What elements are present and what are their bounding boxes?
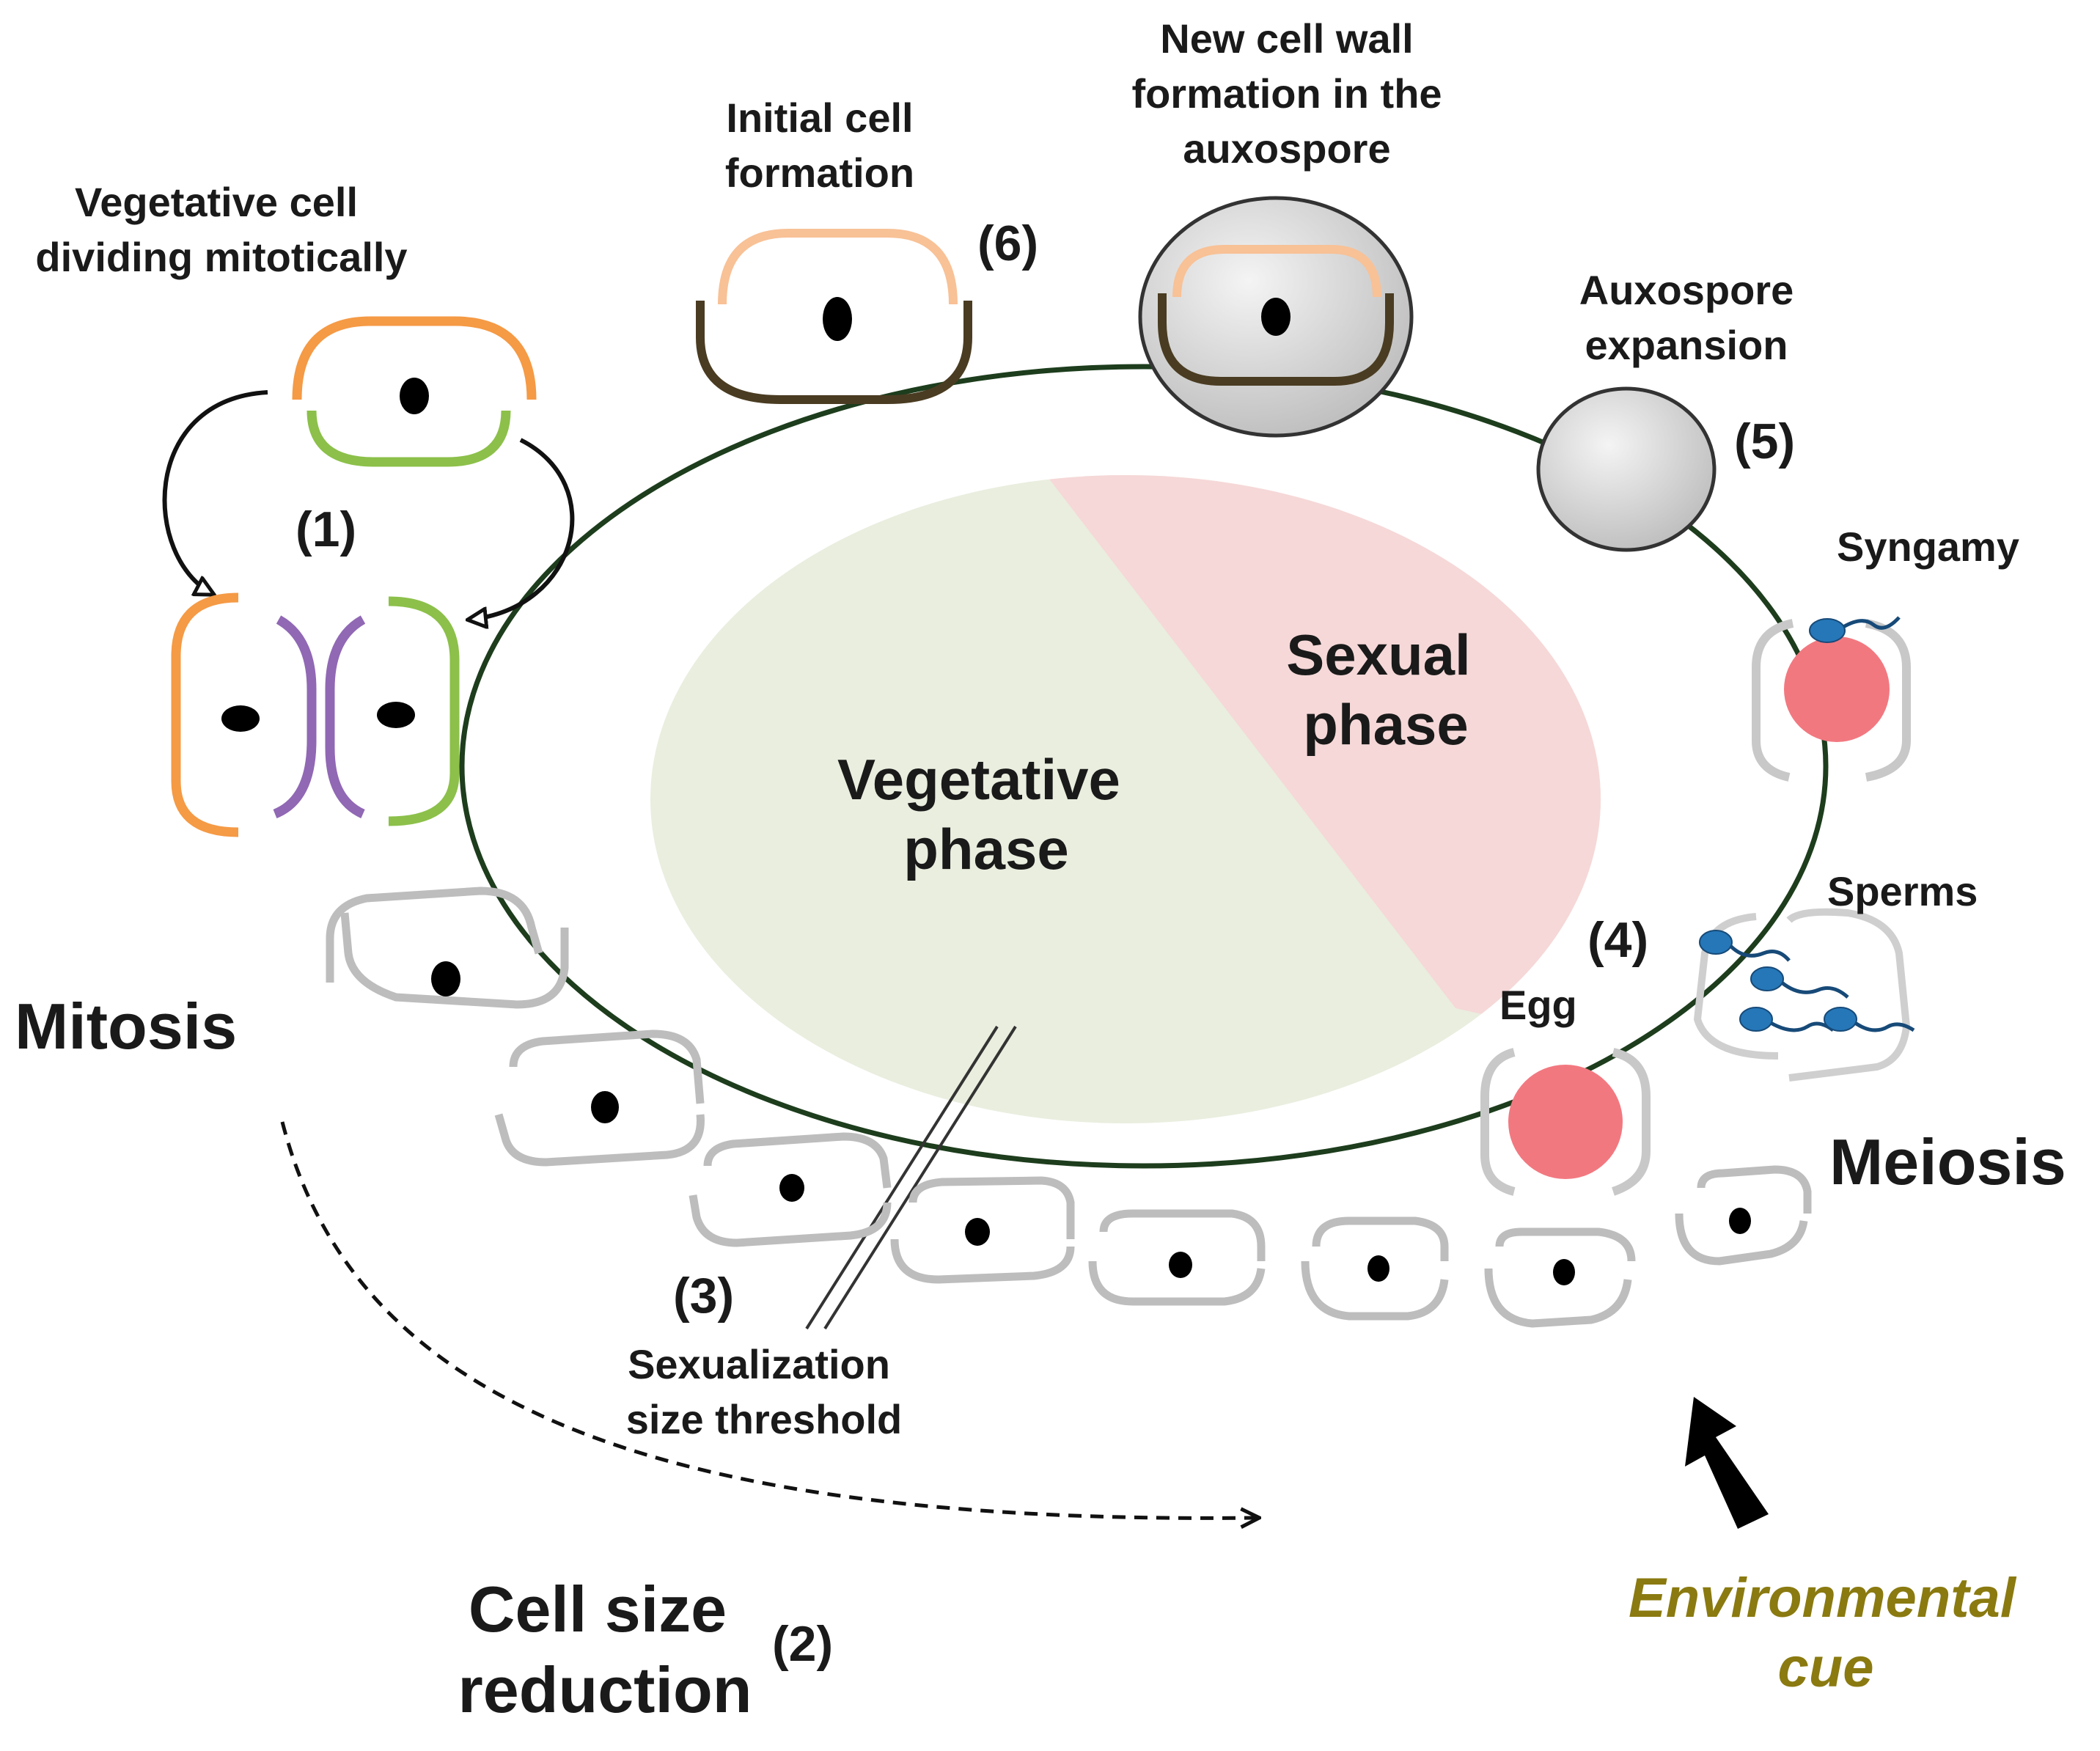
cell-size-reduction-label: Cell size bbox=[469, 1573, 727, 1645]
step-3-label: (3) bbox=[673, 1268, 734, 1324]
initial-cell bbox=[696, 229, 972, 404]
vegetative-parent-cell bbox=[292, 316, 537, 467]
syngamy-label: Syngamy bbox=[1837, 524, 2019, 570]
step-4-label: (4) bbox=[1587, 912, 1648, 968]
sperm bbox=[1739, 1007, 1835, 1032]
sperm bbox=[1699, 930, 1791, 962]
vegetative-cell-label: Vegetative cell bbox=[75, 179, 358, 225]
cell-size-reduction-label-2: reduction bbox=[458, 1653, 752, 1726]
sperm bbox=[1750, 966, 1849, 999]
step-2-label: (2) bbox=[772, 1616, 833, 1672]
phase-disc bbox=[650, 475, 1601, 1123]
mitosis-label: Mitosis bbox=[15, 990, 237, 1062]
grey-cell bbox=[1301, 1216, 1449, 1321]
mitosis-arrows bbox=[162, 390, 575, 620]
life-cycle-ring bbox=[459, 364, 1829, 1169]
sexual-phase-region bbox=[1019, 475, 1601, 1049]
sperms-label: Sperms bbox=[1827, 868, 1978, 914]
grey-cell bbox=[1675, 1165, 1812, 1266]
grey-cell bbox=[890, 1176, 1075, 1284]
new-wall-label-2: formation in the bbox=[1131, 70, 1442, 117]
egg-label: Egg bbox=[1499, 982, 1577, 1028]
sexual-phase-label: Sexual bbox=[1286, 623, 1470, 687]
vegetative-cell-label-2: dividing mitotically bbox=[35, 234, 407, 280]
environmental-cue-arrow bbox=[1685, 1397, 1769, 1529]
sperm-cell-container bbox=[1693, 908, 1911, 1082]
grey-cell bbox=[494, 1029, 705, 1167]
sperms bbox=[1699, 930, 1915, 1032]
auxospore-new-wall bbox=[1138, 196, 1414, 438]
new-wall-label: New cell wall bbox=[1160, 15, 1414, 62]
grey-cell bbox=[689, 1132, 892, 1247]
environmental-cue-label: Environmental bbox=[1629, 1567, 2017, 1629]
vegetative-phase-label: Vegetative bbox=[837, 747, 1120, 812]
new-wall-label-3: auxospore bbox=[1183, 125, 1390, 172]
step-6-label: (6) bbox=[977, 216, 1038, 271]
sexual-phase-label-2: phase bbox=[1303, 692, 1468, 757]
size-threshold-marker bbox=[805, 1025, 1017, 1330]
egg-cell bbox=[1480, 1048, 1651, 1196]
meiosis-label: Meiosis bbox=[1829, 1126, 2066, 1198]
syngamy-zygote bbox=[1752, 616, 1911, 782]
environmental-cue-label-2: cue bbox=[1778, 1637, 1874, 1699]
vegetative-phase-label-2: phase bbox=[903, 817, 1068, 881]
threshold-label: Sexualization bbox=[628, 1341, 890, 1387]
step-1-label: (1) bbox=[295, 502, 356, 557]
initial-cell-label: Initial cell bbox=[726, 95, 913, 141]
daughter-cell-left bbox=[171, 592, 317, 837]
daughter-cell-right bbox=[325, 596, 460, 826]
threshold-label-2: size threshold bbox=[626, 1396, 903, 1442]
size-reduction-arrow bbox=[280, 1121, 1258, 1518]
grey-cell bbox=[326, 886, 569, 1009]
initial-cell-label-2: formation bbox=[725, 150, 914, 196]
grey-cell bbox=[1088, 1209, 1266, 1306]
step-5-label: (5) bbox=[1734, 414, 1795, 469]
shrinking-cells bbox=[326, 886, 1812, 1328]
sperm bbox=[1824, 1007, 1915, 1032]
auxospore-expansion-label-2: expansion bbox=[1585, 322, 1788, 368]
auxospore-expansion-label: Auxospore bbox=[1579, 267, 1794, 313]
auxospore-sphere bbox=[1536, 386, 1717, 552]
grey-cell bbox=[1484, 1227, 1636, 1328]
